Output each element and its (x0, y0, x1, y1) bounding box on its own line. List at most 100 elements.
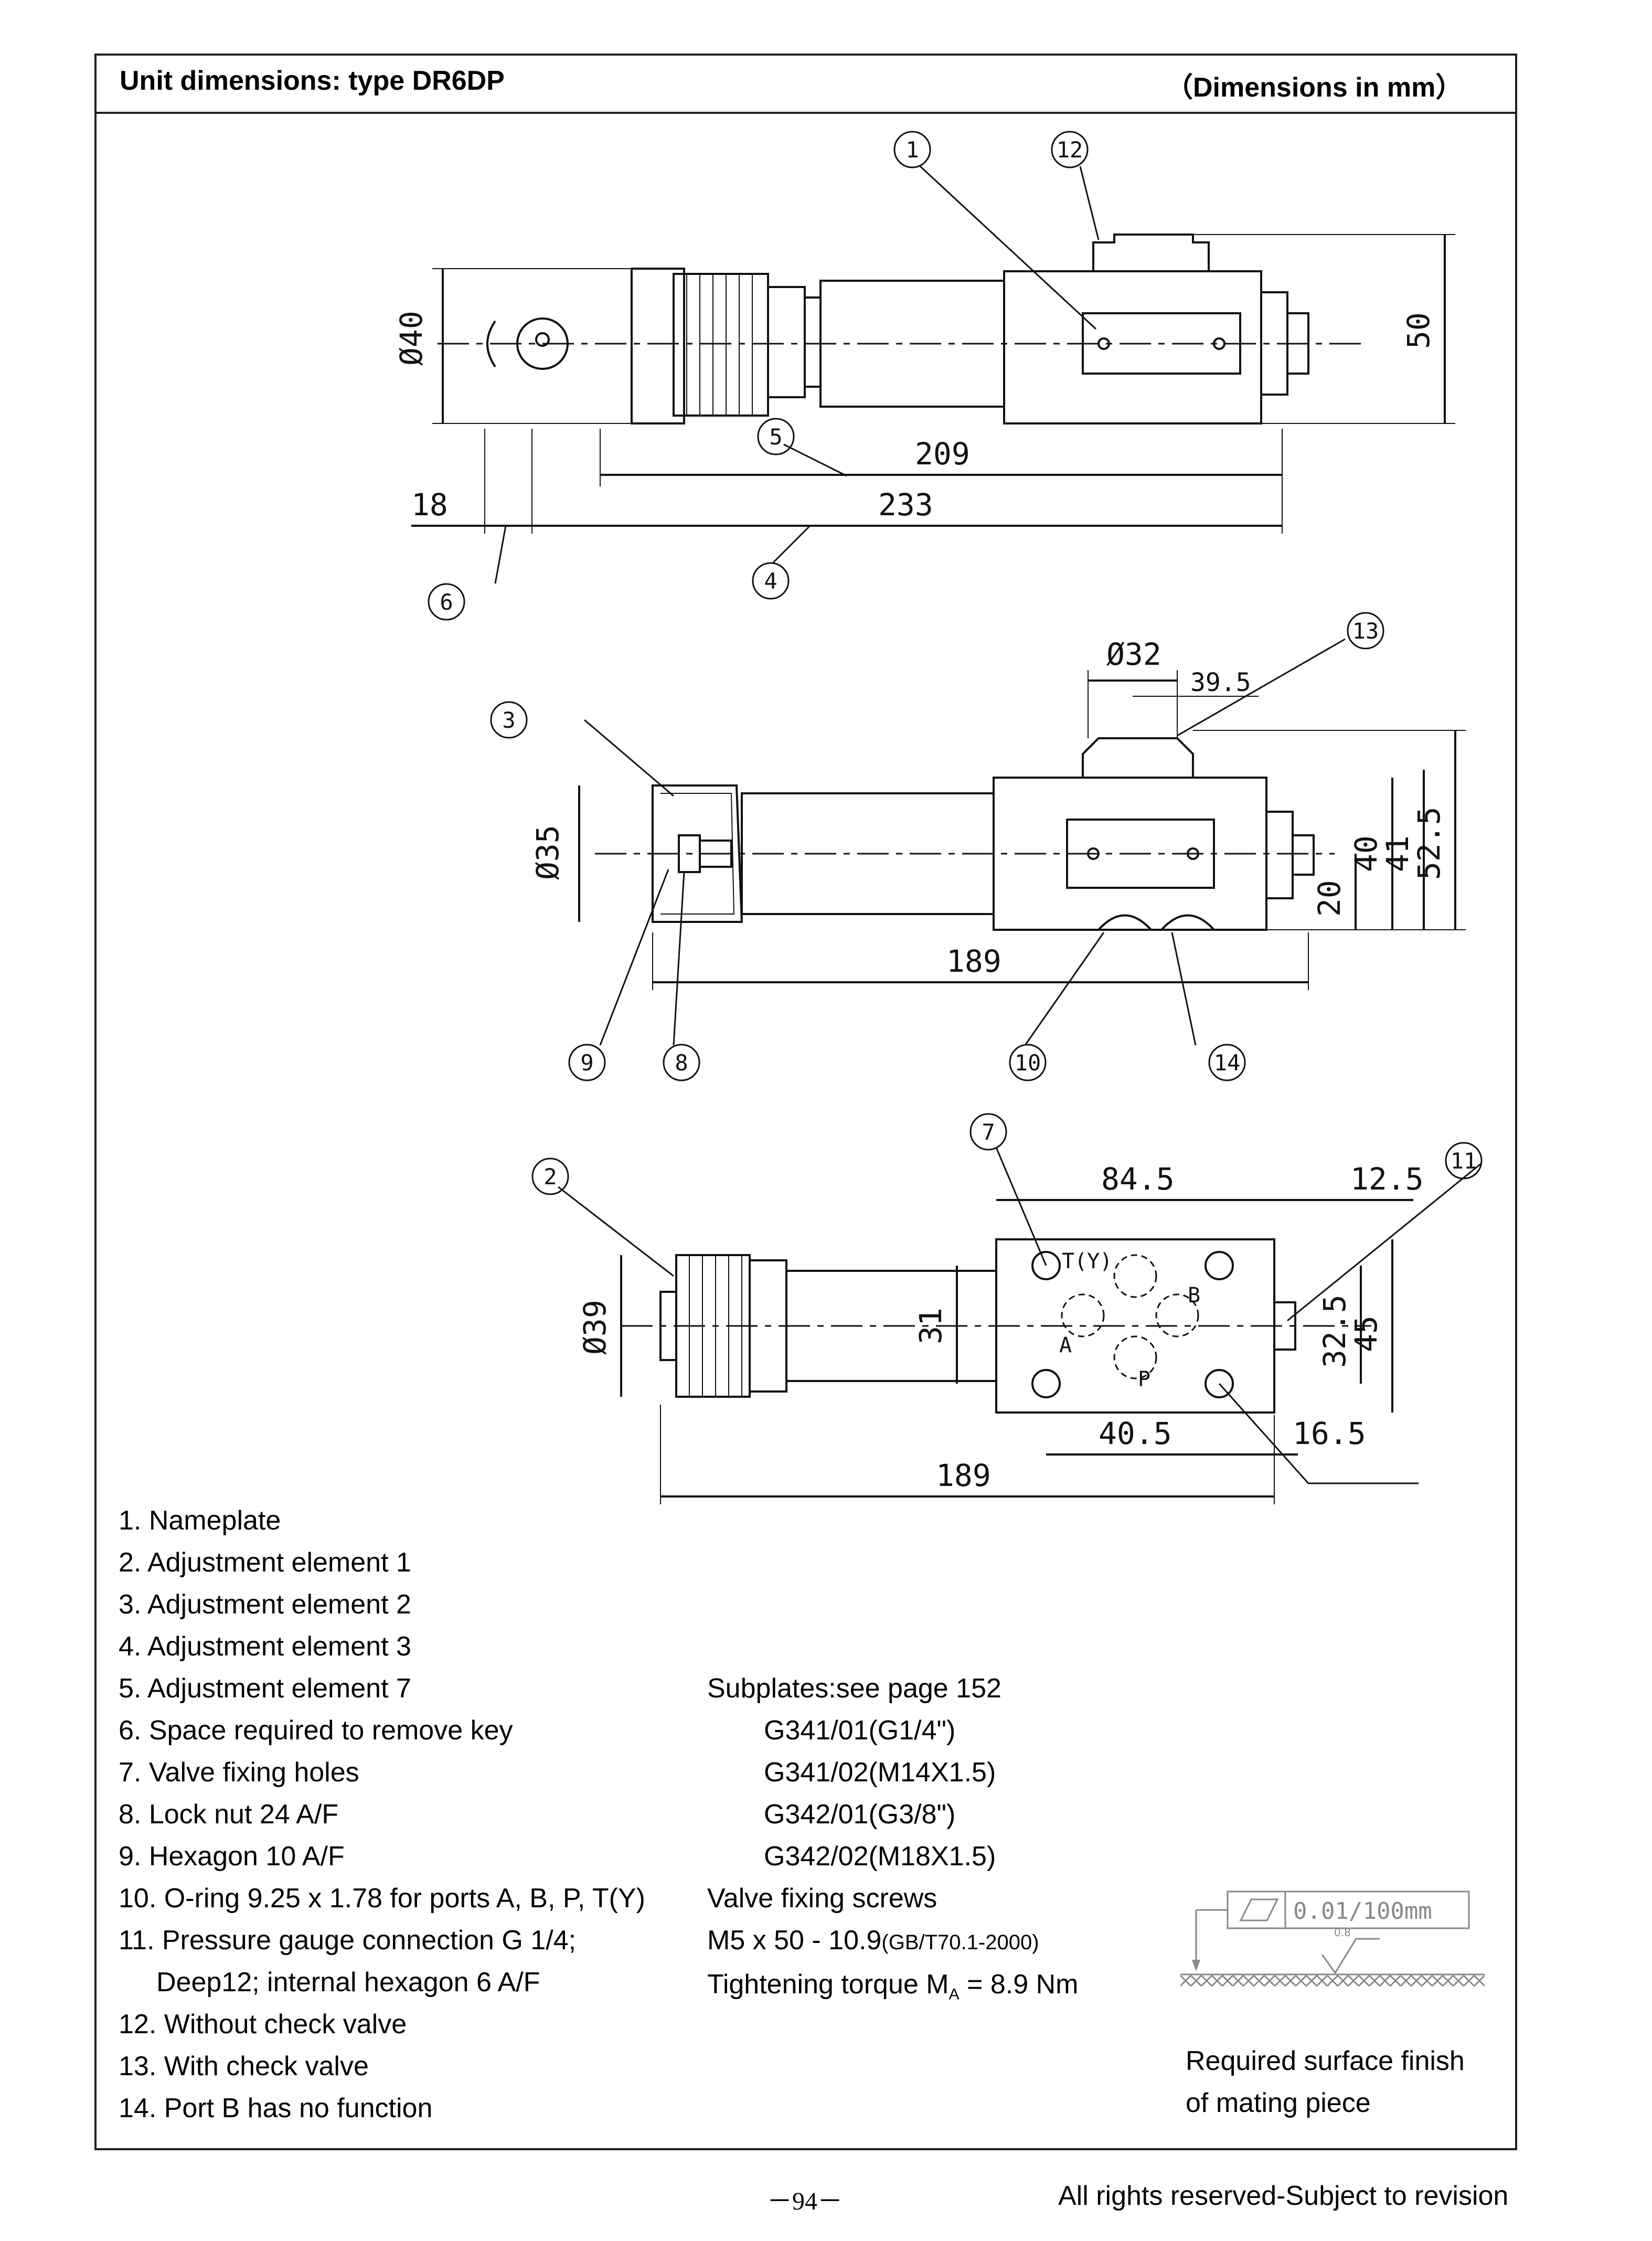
caption-line: of mating piece (1186, 2088, 1371, 2118)
legend-item: 6. Space required to remove key (119, 1715, 513, 1746)
roughness-value: 0.8 (1334, 1926, 1351, 1939)
top-stem (1092, 233, 1210, 271)
torque-prefix: Tightening torque M (707, 1969, 949, 2000)
subplate-code: G342/01(G3/8") (764, 1799, 956, 1830)
callout-13: 13 (1352, 618, 1379, 644)
fixing-hole (1205, 1251, 1234, 1280)
subplates-info: Subplates:see page 152 G341/01(G1/4") G3… (707, 1668, 1078, 2015)
subplate-code: G342/02(M18X1.5) (764, 1841, 996, 1872)
dim-label: Ø32 (1106, 636, 1161, 672)
subplate-code: G341/02(M14X1.5) (764, 1757, 996, 1788)
key-hole (535, 332, 550, 347)
legend-item: 12. Without check valve (119, 2009, 407, 2040)
scale-sleeve (767, 286, 806, 398)
o-ring-recess (1160, 914, 1215, 931)
port-label: P (1138, 1367, 1150, 1392)
port-label: A (1059, 1333, 1072, 1357)
legend-item: 3. Adjustment element 2 (119, 1589, 411, 1620)
cap-housing (652, 784, 743, 923)
surface-finish-caption: Required surface finish of mating piece (1186, 2040, 1465, 2124)
legend-item: 5. Adjustment element 7 (119, 1673, 411, 1704)
dim-label: 39.5 (1190, 668, 1251, 697)
callout-8: 8 (675, 1050, 688, 1076)
dim-label: 40 (1348, 835, 1384, 872)
torque-subscript: A (948, 1985, 960, 2003)
legend-item: 4. Adjustment element 3 (119, 1631, 411, 1662)
callout-1: 1 (905, 137, 919, 163)
subplate-code: G341/01(G1/4") (764, 1715, 956, 1746)
dim-label: 41 (1380, 835, 1415, 872)
dim-label: 20 (1312, 880, 1347, 917)
nameplate-screw (1213, 337, 1225, 350)
end-plug (1265, 811, 1294, 899)
legend-item: 11. Pressure gauge connection G 1/4; (119, 1925, 577, 1956)
end-cap (1286, 312, 1309, 375)
page-title: Unit dimensions: type DR6DP (120, 66, 505, 96)
dim-label: Ø39 (577, 1300, 613, 1355)
surface-finish-symbol: 0.01/100mm 0.8 (1180, 1890, 1485, 1987)
knob-body (631, 268, 685, 424)
legend-item: 7. Valve fixing holes (119, 1757, 359, 1788)
key-ring (516, 317, 569, 370)
legend-item: 14. Port B has no function (119, 2093, 433, 2123)
caption-line: Required surface finish (1186, 2046, 1465, 2076)
callout-2: 2 (543, 1164, 557, 1189)
dim-label: 50 (1401, 312, 1436, 349)
rights-notice: All rights reserved-Subject to revision (1058, 2181, 1509, 2211)
legend-item: 9. Hexagon 10 A/F (119, 1841, 345, 1872)
screw-spec: M5 x 50 - 10.9(GB/T70.1-2000) (707, 1919, 1078, 1963)
torque: Tightening torque MA = 8.9 Nm (707, 1963, 1078, 2015)
legend-item: 2. Adjustment element 1 (119, 1547, 411, 1578)
callout-7: 7 (982, 1119, 995, 1145)
units-note: （Dimensions in mm） (1166, 72, 1463, 103)
page-frame (94, 54, 1517, 2150)
callout-6: 6 (440, 589, 453, 615)
port-label: B (1188, 1283, 1200, 1308)
port-label: T(Y) (1062, 1249, 1112, 1273)
header-divider (94, 112, 1517, 114)
callout-10: 10 (1015, 1050, 1041, 1076)
callout-5: 5 (769, 424, 782, 450)
dim-label: 209 (915, 436, 970, 472)
screws-heading: Valve fixing screws (707, 1883, 937, 1914)
flatness-value: 0.01/100mm (1293, 1898, 1432, 1925)
page-number: －94－ (767, 2187, 843, 2215)
callout-12: 12 (1057, 137, 1083, 163)
check-valve (1082, 737, 1194, 778)
screw-standard: (GB/T70.1-2000) (881, 1931, 1039, 1954)
dim-label: 45 (1348, 1315, 1384, 1352)
view-side: Ø35 189 Ø32 39.5 40 41 52.5 20 (530, 636, 1466, 990)
dim-label: 189 (936, 1458, 991, 1493)
dim-label: Ø35 (530, 825, 566, 880)
nameplate-screw (1097, 337, 1110, 350)
callouts: 1 12 5 4 6 3 13 9 8 10 14 7 2 11 (428, 131, 1483, 1322)
view-top: Ø40 50 209 233 18 (393, 233, 1455, 534)
end-cap (1292, 834, 1315, 876)
fixing-hole (1205, 1369, 1234, 1398)
dim-label: 32.5 (1317, 1294, 1352, 1368)
legend-item: Deep12; internal hexagon 6 A/F (156, 1967, 540, 1998)
nameplate (1082, 312, 1241, 375)
callout-3: 3 (502, 707, 515, 733)
knob-knurl (686, 274, 753, 416)
callout-9: 9 (580, 1050, 593, 1076)
dim-label: 233 (878, 487, 933, 523)
fixing-hole (1031, 1251, 1061, 1280)
subplates-heading: Subplates:see page 152 (707, 1673, 1001, 1704)
shaft-collar (804, 296, 822, 388)
torque-value: = 8.9 Nm (959, 1969, 1079, 2000)
legend-item: 13. With check valve (119, 2051, 369, 2081)
ports (1061, 1254, 1199, 1379)
dim-label: 31 (913, 1308, 948, 1344)
dim-label: 12.5 (1350, 1161, 1424, 1197)
dim-label: 16.5 (1293, 1416, 1366, 1451)
legend-item: 10. O-ring 9.25 x 1.78 for ports A, B, P… (119, 1883, 645, 1914)
view-bottom: T(Y) A B P Ø39 31 84.5 12.5 32.5 45 40.5… (577, 1161, 1424, 1504)
dim-label: 52.5 (1411, 806, 1447, 880)
callout-11: 11 (1451, 1148, 1477, 1174)
dim-label: Ø40 (393, 311, 429, 366)
gauge-port (1273, 1301, 1296, 1351)
dim-label: 18 (411, 487, 448, 523)
parts-legend: 1. Nameplate 2. Adjustment element 1 3. … (119, 1500, 645, 2129)
legend-item: 8. Lock nut 24 A/F (119, 1799, 339, 1830)
